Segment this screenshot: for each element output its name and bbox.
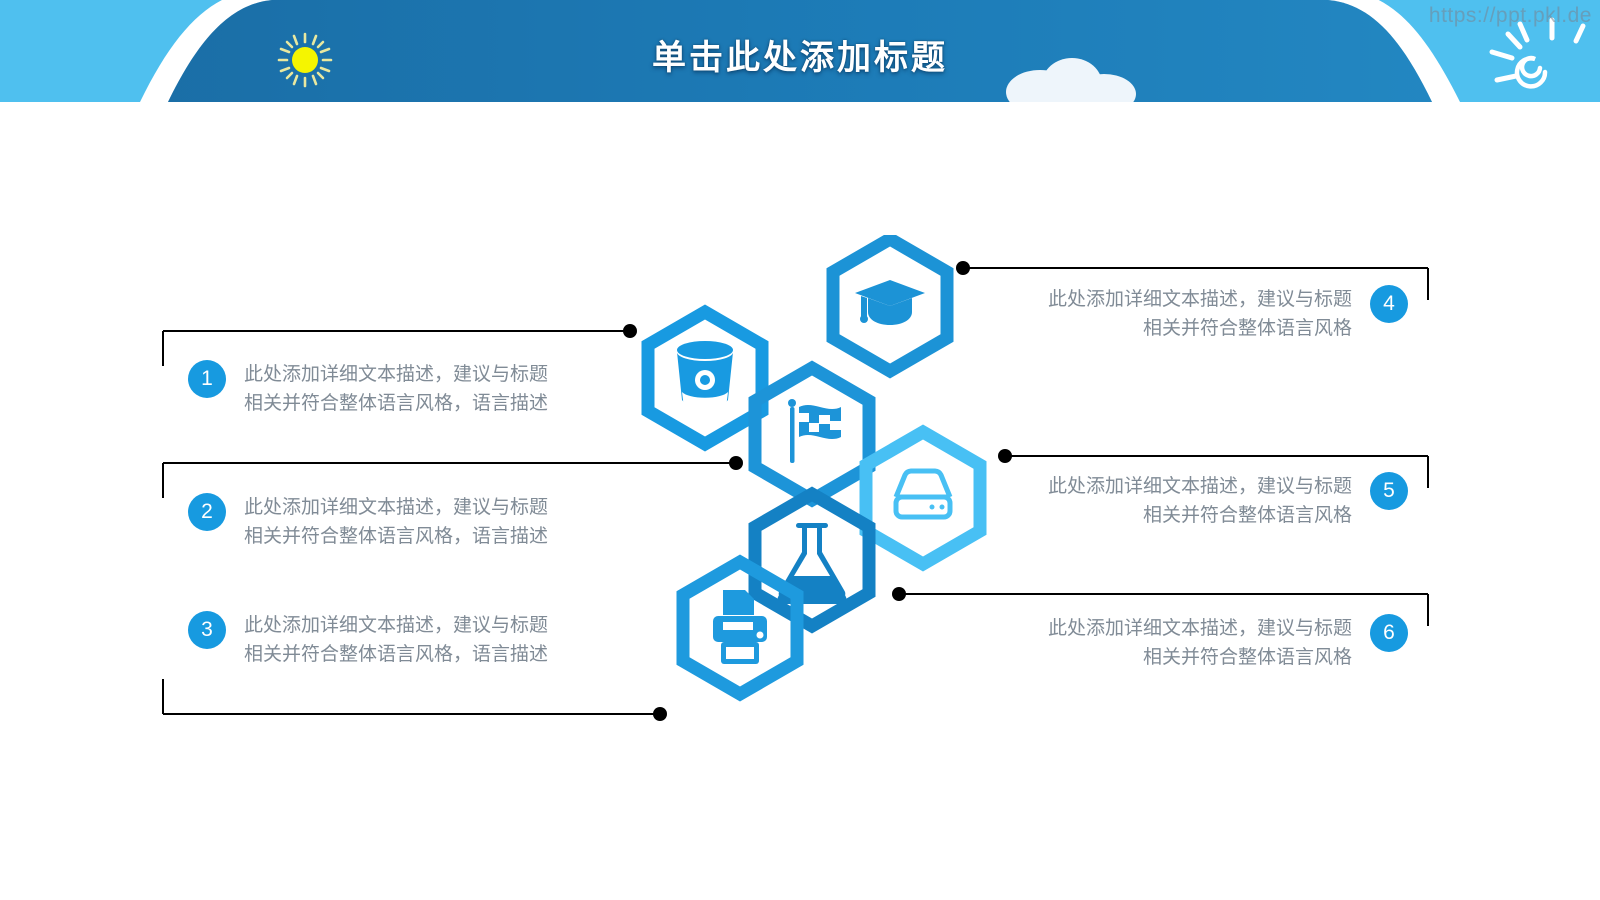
hexagon-outline-4 — [826, 231, 954, 379]
info-row-5: 此处添加详细文本描述，建议与标题相关并符合整体语言风格 5 — [1040, 472, 1408, 530]
badge-4: 4 — [1370, 285, 1408, 323]
info-row-4: 此处添加详细文本描述，建议与标题相关并符合整体语言风格 4 — [1040, 285, 1408, 343]
description-2: 此处添加详细文本描述，建议与标题相关并符合整体语言风格，语言描述 — [244, 496, 549, 547]
page-title: 单击此处添加标题 — [652, 38, 948, 78]
hexagon-outline-1 — [641, 304, 769, 452]
description-6: 此处添加详细文本描述，建议与标题相关并符合整体语言风格 — [1047, 617, 1352, 668]
spiral-sun-icon — [1489, 17, 1586, 89]
hexagon-outline-3 — [676, 554, 804, 702]
info-row-2: 2 此处添加详细文本描述，建议与标题相关并符合整体语言风格，语言描述 — [188, 493, 556, 551]
scanner-icon — [893, 468, 953, 520]
watermark-text: https://ppt.pkl.de — [1428, 4, 1592, 27]
hexagon-scanner[interactable] — [859, 424, 987, 572]
badge-6: 6 — [1370, 614, 1408, 652]
hexagon-paint-bucket[interactable] — [641, 304, 769, 452]
badge-1: 1 — [188, 360, 226, 398]
paint-bucket-icon — [677, 341, 733, 415]
hexagon-flag[interactable] — [748, 360, 876, 508]
info-row-3: 3 此处添加详细文本描述，建议与标题相关并符合整体语言风格，语言描述 — [188, 611, 556, 669]
hexagon-printer[interactable] — [676, 554, 804, 702]
hexagon-cluster — [620, 231, 1020, 750]
description-1: 此处添加详细文本描述，建议与标题相关并符合整体语言风格，语言描述 — [244, 363, 549, 414]
description-4: 此处添加详细文本描述，建议与标题相关并符合整体语言风格 — [1047, 288, 1352, 339]
header-background — [0, 0, 1600, 102]
hexagon-outline-5 — [859, 424, 987, 572]
description-3: 此处添加详细文本描述，建议与标题相关并符合整体语言风格，语言描述 — [244, 614, 549, 665]
flag-icon — [788, 399, 841, 463]
hexagon-cluster-svg — [641, 231, 987, 702]
hexagon-graduation-cap[interactable] — [826, 231, 954, 379]
badge-3: 3 — [188, 611, 226, 649]
info-row-6: 此处添加详细文本描述，建议与标题相关并符合整体语言风格 6 — [1040, 614, 1408, 672]
description-5: 此处添加详细文本描述，建议与标题相关并符合整体语言风格 — [1047, 475, 1352, 526]
badge-5: 5 — [1370, 472, 1408, 510]
hexagon-outline-6 — [748, 486, 876, 634]
badge-2: 2 — [188, 493, 226, 531]
hexagon-flask[interactable] — [748, 486, 876, 634]
sun-icon — [277, 32, 333, 88]
graduation-cap-icon — [855, 280, 925, 325]
header-band: 单击此处添加标题 https://ppt.pkl.de — [0, 0, 1600, 102]
info-row-1: 1 此处添加详细文本描述，建议与标题相关并符合整体语言风格，语言描述 — [188, 360, 556, 418]
printer-icon — [713, 590, 767, 664]
cloud-icon — [1006, 58, 1136, 102]
